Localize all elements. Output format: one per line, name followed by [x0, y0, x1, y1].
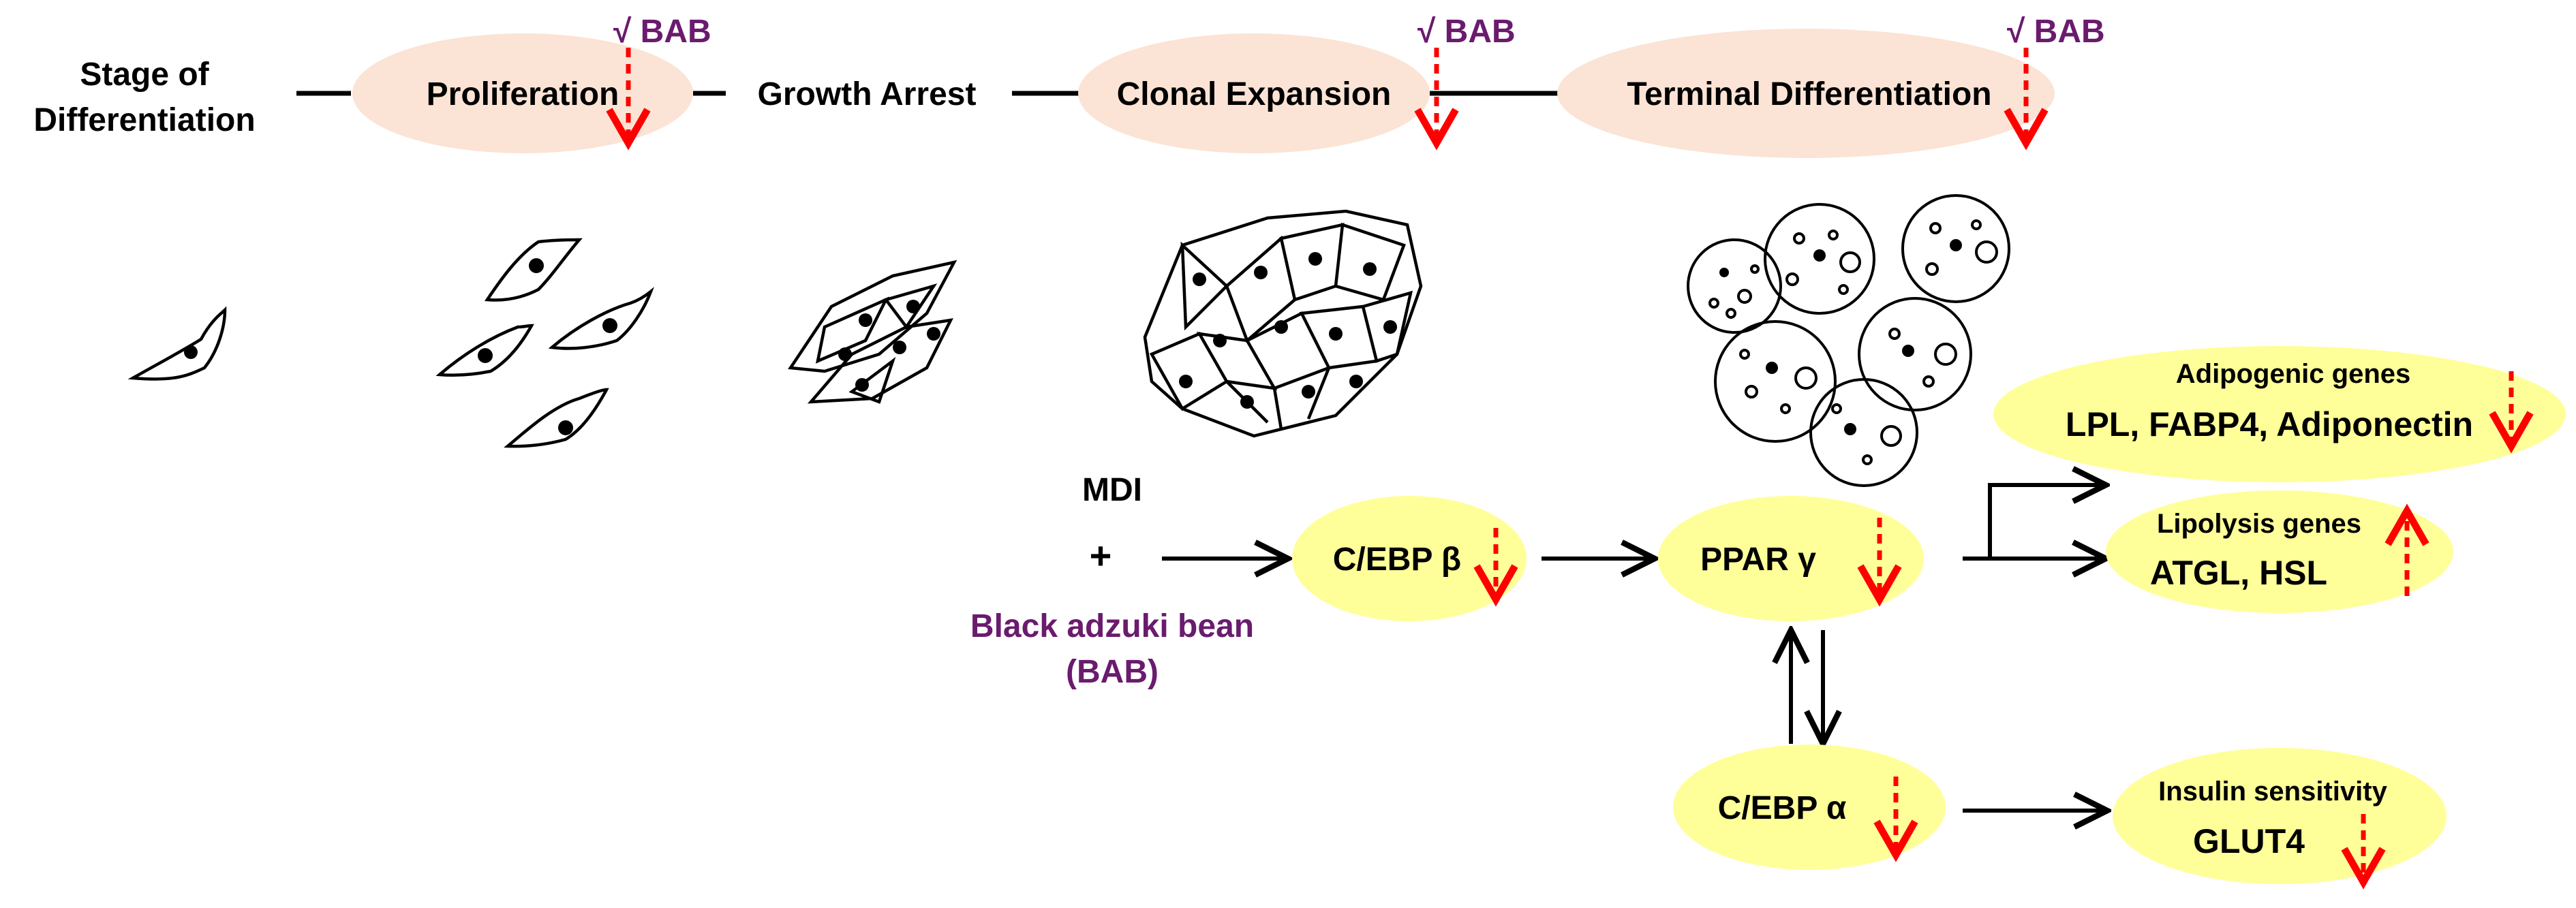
stage-label-terminal-differentiation: Terminal Differentiation — [1627, 76, 1991, 112]
node-cebp-beta-label: C/EBP β — [1333, 542, 1461, 578]
node-cebp-alpha-label: C/EBP α — [1718, 790, 1847, 826]
treatment-label-line2: (BAB) — [1066, 654, 1159, 690]
proliferating-cells — [435, 238, 654, 448]
preadipocyte-cell — [127, 306, 227, 381]
cell-illustrations — [127, 194, 2010, 487]
node-cebp-beta — [1292, 496, 1527, 621]
insulin-sensitivity-genes: GLUT4 — [2193, 822, 2305, 860]
stage-ellipse-terminal-differentiation — [1557, 29, 2055, 158]
bab-mark-terminal-differentiation: √ BAB — [2007, 14, 2105, 50]
node-adipogenic-genes — [1993, 346, 2566, 482]
signaling-pathway: MDI + Black adzuki bean (BAB) C/EBP β PP… — [970, 346, 2566, 890]
node-insulin-sensitivity — [2113, 748, 2447, 884]
stage-label-clonal-expansion: Clonal Expansion — [1117, 76, 1392, 112]
confluent-cells — [788, 260, 957, 404]
adipogenic-genes-title: Adipogenic genes — [2176, 359, 2411, 389]
bab-mark-proliferation: √ BAB — [613, 14, 711, 50]
stage-label-growth-arrest: Growth Arrest — [758, 76, 977, 112]
insulin-sensitivity-title: Insulin sensitivity — [2158, 777, 2387, 807]
bab-mark-clonal-expansion: √ BAB — [1417, 14, 1516, 50]
stage-row: Stage of Differentiation Proliferation G… — [33, 14, 2105, 158]
plus-sign: + — [1090, 534, 1112, 577]
node-ppar-gamma-label: PPAR γ — [1700, 542, 1816, 578]
mature-adipocytes — [1687, 194, 2010, 487]
treatment-label-line1: Black adzuki bean — [970, 608, 1254, 644]
stage-label-proliferation: Proliferation — [427, 76, 619, 112]
stage-row-label-line1: Stage of — [80, 57, 209, 93]
stage-ellipse-clonal-expansion — [1078, 33, 1430, 153]
node-lipolysis-genes — [2106, 490, 2453, 613]
stage-row-label-line2: Differentiation — [33, 102, 255, 138]
adipogenic-genes-list: LPL, FABP4, Adiponectin — [2066, 405, 2473, 443]
lipolysis-genes-title: Lipolysis genes — [2157, 509, 2361, 539]
inducer-label: MDI — [1082, 472, 1142, 508]
clonal-expansion-cells — [1143, 209, 1423, 438]
lipolysis-genes-list: ATGL, HSL — [2150, 554, 2327, 592]
arrow-icon — [1963, 485, 2106, 561]
